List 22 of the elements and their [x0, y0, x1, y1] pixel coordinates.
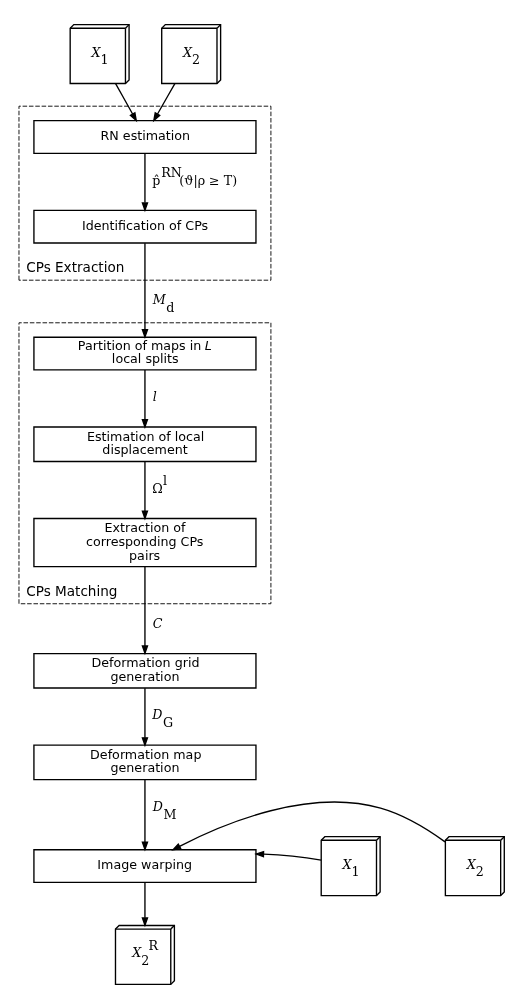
arrow — [171, 801, 446, 851]
node-box: Image warping — [33, 848, 257, 883]
arrow — [254, 850, 322, 861]
arrow — [141, 565, 149, 655]
arrow — [141, 368, 149, 429]
node-box: Partition of maps in L local splits — [33, 336, 257, 371]
arrow — [141, 152, 149, 212]
edge-label: l — [152, 388, 157, 404]
arrow — [141, 881, 149, 927]
arrow — [141, 687, 149, 747]
node-box: Deformation map generation — [33, 743, 257, 780]
arrow — [141, 460, 149, 520]
edge-label: C — [152, 615, 163, 631]
node-box: Extraction of corresponding CPs pairs — [33, 517, 257, 567]
arrow — [114, 82, 138, 122]
arrow — [152, 82, 176, 122]
node-box: RN estimation — [33, 119, 257, 154]
arrow — [141, 778, 149, 852]
arrow — [141, 242, 149, 339]
node-box: Identification of CPs — [33, 209, 257, 244]
node-box: Estimation of local displacement — [33, 425, 257, 462]
node-box: Deformation grid generation — [33, 652, 257, 689]
